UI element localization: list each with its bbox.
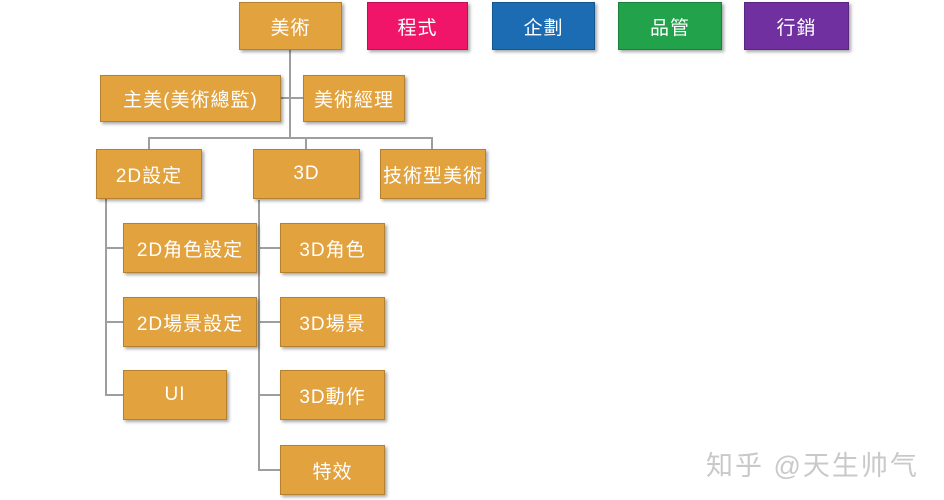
org-node-art-dept: 美術	[239, 2, 342, 50]
org-node-2d-design: 2D設定	[96, 149, 202, 199]
org-node-vfx: 特效	[280, 445, 385, 495]
connector-3d-stub-4	[258, 469, 280, 471]
connector-2d-stub-3	[105, 394, 123, 396]
connector-3d-stub-3	[258, 394, 280, 396]
org-node-2d-character: 2D角色設定	[123, 223, 257, 273]
org-node-ui: UI	[123, 370, 227, 420]
org-node-3d: 3D	[253, 149, 360, 199]
org-node-art-manager: 美術經理	[303, 75, 405, 122]
connector-art-trunk	[289, 50, 291, 138]
org-node-programming-dept: 程式	[367, 2, 468, 50]
org-node-2d-scene: 2D場景設定	[123, 297, 257, 347]
connector-2d-trunk	[105, 199, 107, 396]
connector-2d-stub-2	[105, 321, 123, 323]
connector-teams-distribution	[148, 137, 433, 139]
org-node-3d-animation: 3D動作	[280, 370, 385, 420]
org-node-3d-character: 3D角色	[280, 223, 385, 273]
connector-3d-trunk	[258, 200, 260, 471]
connector-managers-stub	[281, 97, 303, 99]
org-node-planning-dept: 企劃	[492, 2, 595, 50]
org-node-art-director: 主美(美術總監)	[100, 75, 281, 122]
zhihu-watermark: 知乎 @天生帅气	[706, 451, 919, 481]
org-node-qa-dept: 品管	[618, 2, 722, 50]
connector-drop-2d	[148, 137, 150, 149]
org-node-marketing-dept: 行銷	[744, 2, 849, 50]
connector-3d-stub-1	[258, 247, 280, 249]
connector-drop-3d	[305, 137, 307, 150]
org-node-3d-scene: 3D場景	[280, 297, 385, 347]
connector-drop-tech-art	[431, 137, 433, 149]
org-node-tech-art: 技術型美術	[380, 149, 486, 199]
connector-3d-stub-2	[258, 321, 280, 323]
connector-2d-stub-1	[105, 247, 123, 249]
